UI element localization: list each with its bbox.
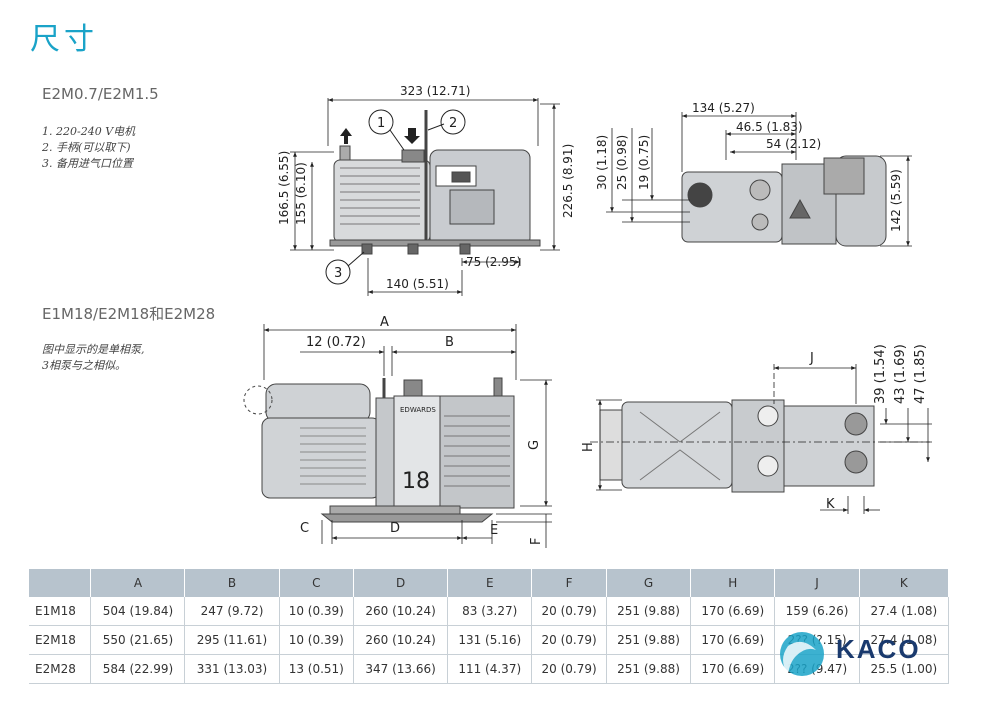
table-header: C (279, 569, 355, 597)
table-cell: 159 (6.26) (774, 597, 860, 626)
pump-large-top-view (599, 399, 875, 493)
callout-1: 1 (377, 116, 385, 131)
table-cell: 251 (9.88) (606, 625, 692, 655)
table-header: J (774, 569, 860, 597)
brand-label: EDWARDS (400, 406, 436, 414)
dim-h2: 155 (6.10) (294, 162, 308, 225)
table-header: A (90, 569, 186, 597)
dim-F: F (529, 538, 544, 545)
table-cell: 10 (0.39) (279, 597, 355, 626)
table-header: F (531, 569, 607, 597)
table-header: E (447, 569, 533, 597)
note-1: 1. 220-240 V电机 (42, 125, 136, 138)
table-cell: 170 (6.69) (690, 625, 776, 655)
table-cell: 260 (10.24) (353, 597, 449, 626)
table-header-row: A B C D E F G H J K (29, 569, 950, 597)
table-cell: E2M28 (29, 654, 92, 684)
dim-C: C (300, 521, 309, 536)
section1-heading: E2M0.7/E2M1.5 (42, 85, 159, 103)
dimensions-table: A B C D E F G H J K E1M18 504 (19.84) 24… (29, 569, 950, 684)
dim-overall: 323 (12.71) (400, 84, 470, 98)
table-row: E2M28 584 (22.99) 331 (13.03) 13 (0.51) … (29, 654, 950, 684)
table-cell: 25.5 (1.00) (859, 654, 950, 684)
dim-h1: 166.5 (6.55) (277, 151, 291, 225)
dim-E: E (490, 523, 498, 538)
table-header: H (690, 569, 776, 597)
table-cell: 20 (0.79) (531, 597, 607, 626)
note-3: 3. 备用进气口位置 (42, 157, 133, 170)
dim-top2-v1: 39 (1.54) (873, 344, 888, 404)
pump-large-side-view (243, 377, 515, 523)
table-cell: 170 (6.69) (690, 597, 776, 626)
section2-notes: 图中显示的是单相泵, 3相泵与之相似。 (42, 342, 145, 374)
dim-D: D (390, 521, 400, 536)
table-row: E2M18 550 (21.65) 295 (11.61) 10 (0.39) … (29, 625, 950, 655)
dim-top2-v3: 47 (1.85) (913, 344, 928, 404)
table-cell: 20 (0.79) (531, 654, 607, 684)
dim-base: 140 (5.51) (386, 277, 449, 291)
note-a: 图中显示的是单相泵, (42, 343, 145, 356)
up-arrow-icon (340, 128, 352, 144)
table-cell: 260 (10.24) (353, 625, 449, 655)
dim-H: H (581, 442, 596, 452)
pump-small-side-view (329, 110, 541, 255)
page-title: 尺寸 (30, 22, 98, 57)
table-cell: E2M18 (29, 625, 92, 655)
dim-foot: 75 (2.95) (466, 255, 521, 269)
table-cell: 251 (9.88) (606, 654, 692, 684)
table-cell: 20 (0.79) (531, 625, 607, 655)
dim-top-v4: 142 (5.59) (889, 169, 903, 232)
table-cell: 111 (4.37) (447, 654, 533, 684)
section2-heading: E1M18/E2M18和E2M28 (42, 305, 216, 323)
dim-h3: 226.5 (8.91) (561, 144, 575, 218)
dim-G: G (527, 440, 542, 450)
table-row: E1M18 504 (19.84) 247 (9.72) 10 (0.39) 2… (29, 597, 950, 626)
dim-J: J (809, 351, 814, 366)
dim-top-d2: 46.5 (1.83) (736, 120, 803, 134)
table-cell: 550 (21.65) (90, 625, 186, 655)
dim-top2-v2: 43 (1.69) (893, 344, 908, 404)
dim-top-v1: 30 (1.18) (595, 135, 609, 190)
down-arrow-icon (404, 128, 420, 144)
table-cell: 584 (22.99) (90, 654, 186, 684)
table-cell: 247 (9.72) (184, 597, 280, 626)
section1-notes: 1. 220-240 V电机 2. 手柄(可以取下) 3. 备用进气口位置 (42, 124, 135, 172)
table-cell: 347 (13.66) (353, 654, 449, 684)
table-cell: 27.4 (1.08) (859, 625, 950, 655)
dim-top-d1: 134 (5.27) (692, 101, 755, 115)
callout-2: 2 (449, 116, 457, 131)
dim-top-v2: 25 (0.98) (615, 135, 629, 190)
dim-top-d3: 54 (2.12) (766, 137, 821, 151)
table-cell: E1M18 (29, 597, 92, 626)
table-cell: 251 (9.88) (606, 597, 692, 626)
table-header (29, 569, 92, 597)
table-cell: 504 (19.84) (90, 597, 186, 626)
table-cell: 295 (11.61) (184, 625, 280, 655)
table-header: K (859, 569, 950, 597)
table-cell: 27.4 (1.08) (859, 597, 950, 626)
note-2: 2. 手柄(可以取下) (42, 141, 131, 154)
table-cell: 10 (0.39) (279, 625, 355, 655)
table-header: D (353, 569, 449, 597)
table-cell: 331 (13.03) (184, 654, 280, 684)
dim-offset: 12 (0.72) (306, 335, 366, 350)
table-cell: 83 (3.27) (447, 597, 533, 626)
table-cell: 13 (0.51) (279, 654, 355, 684)
table-cell: 170 (6.69) (690, 654, 776, 684)
kaco-logo: KACO (774, 628, 944, 680)
logo-swirl-icon (780, 632, 824, 676)
callout-3: 3 (334, 266, 342, 281)
dim-B: B (445, 335, 454, 350)
table-cell: 131 (5.16) (447, 625, 533, 655)
dim-A: A (380, 315, 389, 330)
dim-top-v3: 19 (0.75) (637, 135, 651, 190)
note-b: 3相泵与之相似。 (42, 359, 126, 372)
table-header: G (606, 569, 692, 597)
logo-name: KACO (836, 634, 921, 664)
size-mark: 18 (402, 469, 430, 494)
pump-small-top-view (681, 155, 887, 247)
table-header: B (184, 569, 280, 597)
dim-K: K (826, 497, 835, 512)
